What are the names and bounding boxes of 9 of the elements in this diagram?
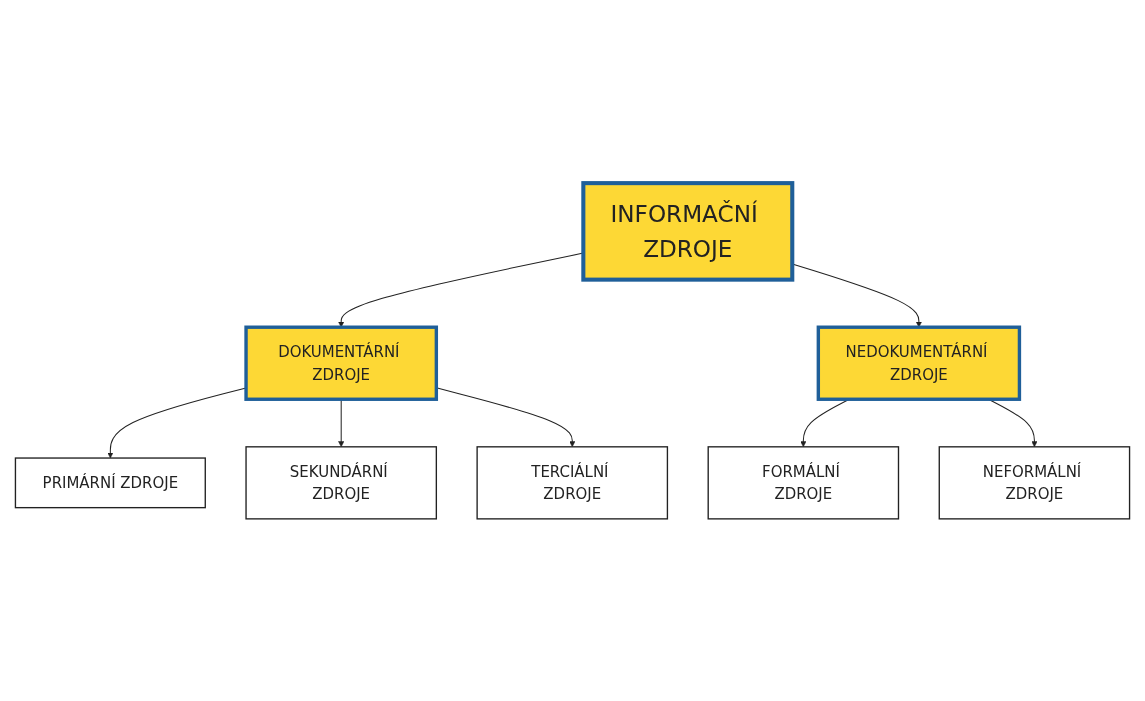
arrow (338, 398, 345, 447)
node-box: SEKUNDÁRNÍ ZDROJE (245, 445, 437, 520)
node-box: FORMÁLNÍ ZDROJE (707, 445, 900, 520)
node-box: PRIMÁRNÍ ZDROJE (14, 456, 206, 508)
node-box: INFORMAČNÍ ZDROJE (581, 180, 795, 282)
node-box: TERCIÁLNÍ ZDROJE (476, 445, 669, 520)
node-box: NEDOKUMENTÁRNÍ ZDROJE (816, 325, 1022, 401)
node-box: NEFORMÁLNÍ ZDROJE (938, 445, 1131, 520)
node-box: DOKUMENTÁRNÍ ZDROJE (244, 325, 439, 401)
